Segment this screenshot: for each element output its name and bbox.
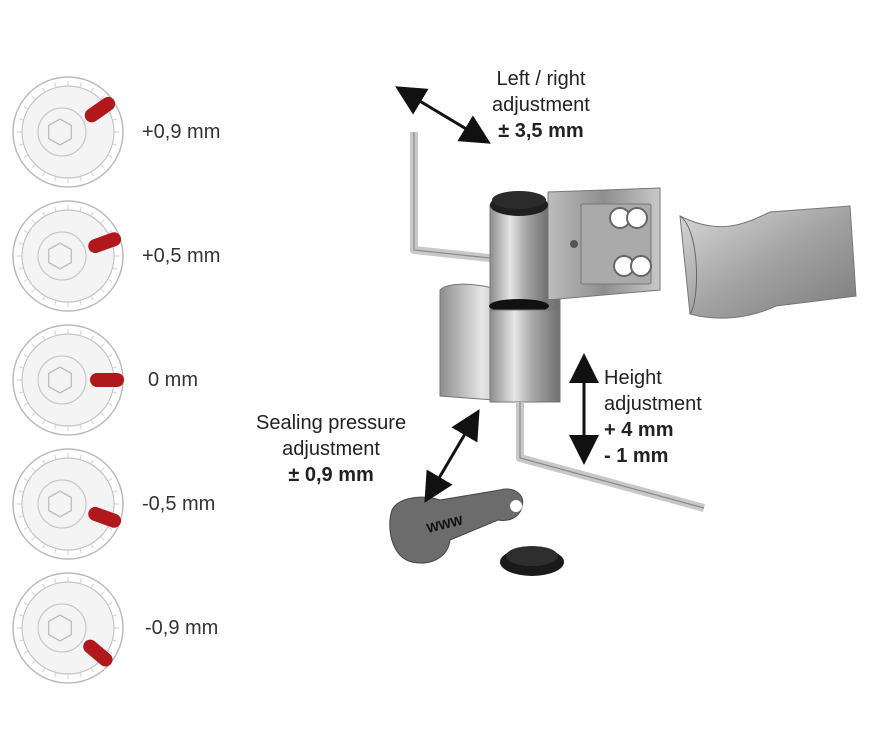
dial-lever	[84, 96, 116, 123]
hinge-cover	[679, 205, 857, 319]
callout-line: adjustment	[604, 393, 702, 415]
left-right-callout: Left / right adjustment ± 3,5 mm	[492, 66, 590, 144]
callout-value: + 4 mm	[604, 419, 674, 441]
dial-lever	[88, 232, 122, 254]
dial-lever	[83, 639, 113, 667]
height-callout: Height adjustment + 4 mm - 1 mm	[604, 365, 702, 469]
hex-key-bottom	[516, 402, 706, 512]
dial-label: +0,9 mm	[142, 121, 221, 143]
eccentric-dial	[10, 74, 126, 190]
eccentric-dial	[10, 322, 126, 438]
dial-label: +0,5 mm	[142, 245, 221, 267]
callout-line: adjustment	[282, 438, 380, 460]
dial-label: 0 mm	[148, 369, 198, 391]
eccentric-dial	[10, 198, 126, 314]
dial-lever	[90, 373, 124, 387]
callout-line: Sealing pressure	[256, 412, 407, 434]
eccentric-dial	[10, 446, 126, 562]
eccentric-dial	[10, 570, 126, 686]
hinge-leaf-plate	[547, 187, 661, 301]
sealing-callout: Sealing pressure adjustment ± 0,9 mm	[256, 410, 406, 488]
cap	[500, 546, 564, 576]
adjustment-tool: WWW	[389, 488, 524, 564]
hinge-barrel	[489, 191, 561, 403]
dial-lever	[88, 506, 122, 528]
dial-graphic	[12, 448, 124, 560]
callout-value: ± 0,9 mm	[288, 464, 374, 486]
callout-line: Left / right	[496, 68, 586, 90]
left-right-arrow	[395, 86, 491, 144]
callout-line: adjustment	[492, 94, 590, 116]
dial-graphic	[12, 324, 124, 436]
hex-key-top	[410, 132, 491, 262]
callout-value: ± 3,5 mm	[498, 120, 584, 142]
dial-graphic	[12, 76, 124, 188]
callout-line: Height	[604, 367, 662, 389]
callout-value: - 1 mm	[604, 445, 669, 467]
dial-label: -0,5 mm	[142, 493, 216, 515]
dial-graphic	[12, 572, 124, 684]
dial-graphic	[12, 200, 124, 312]
dial-label: -0,9 mm	[145, 617, 219, 639]
sealing-arrow	[424, 409, 480, 503]
